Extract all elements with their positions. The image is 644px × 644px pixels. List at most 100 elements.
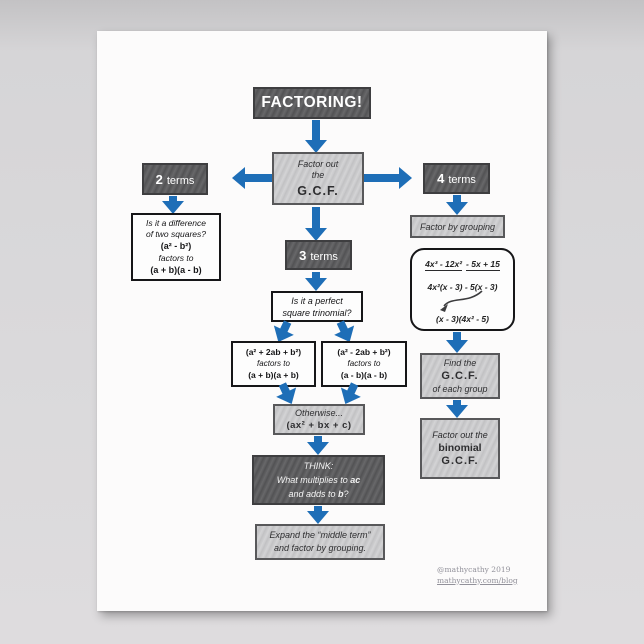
plus-result: (a + b)(a + b) xyxy=(248,370,299,380)
find-gcf-line1: Find the xyxy=(443,358,477,368)
credit-text: @mathycathy 2019 xyxy=(437,565,511,574)
minus-formula: (a² - 2ab + b²) xyxy=(337,347,391,357)
arrow-gcf-to-3terms-icon xyxy=(305,207,327,241)
binomial-line3: G.C.F. xyxy=(441,455,479,467)
arrow-shaft xyxy=(312,120,320,142)
think-box: THINK: What multiplies to ac and adds to… xyxy=(252,455,385,505)
gcf-line3: G.C.F. xyxy=(297,184,339,198)
arrow-head xyxy=(446,202,468,215)
diff-result: (a + b)(a - b) xyxy=(150,264,202,275)
expand-middle-term-box: Expand the “middle term” and factor by g… xyxy=(255,524,385,560)
arrow-head xyxy=(305,278,327,291)
think-line2-bold: ac xyxy=(350,475,361,485)
arrow-shaft xyxy=(453,400,461,407)
expand-line2: and factor by grouping. xyxy=(273,543,367,553)
credit-url: mathycathy.com/blog xyxy=(437,575,518,585)
arrow-head xyxy=(305,228,327,241)
think-line3-suffix: ? xyxy=(343,489,349,499)
work-group1: 4x³ - 12x² xyxy=(425,259,463,271)
gcf-line1: Factor out xyxy=(297,159,339,169)
two-terms-number: 2 xyxy=(155,171,163,187)
title-box: FACTORING! xyxy=(253,87,371,119)
arrow-shaft xyxy=(312,272,320,280)
factor-by-grouping-label: Factor by grouping xyxy=(419,221,496,232)
find-gcf-line2: G.C.F. xyxy=(441,370,479,382)
otherwise-box: Otherwise... (ax² + bx + c) xyxy=(273,404,365,435)
arrow-otherwise-down-icon xyxy=(307,436,329,455)
otherwise-label: Otherwise... xyxy=(294,407,343,418)
credit-block: @mathycathy 2019 mathycathy.com/blog xyxy=(437,565,532,586)
think-line2: What multiplies to ac xyxy=(277,473,361,487)
arrow-head xyxy=(305,140,327,153)
diff-question-line2: of two squares? xyxy=(145,228,206,239)
find-gcf-box: Find the G.C.F. of each group xyxy=(420,353,500,399)
arrow-shaft xyxy=(312,207,320,230)
four-terms-word: terms xyxy=(448,174,476,186)
grouping-example-box: 4x³ - 12x²- 5x + 15 4x²(x - 3) - 5(x - 3… xyxy=(410,248,515,331)
arrow-gcf-to-2terms-icon xyxy=(232,167,272,189)
arrow-shaft xyxy=(364,174,401,182)
diff-question-line1: Is it a difference xyxy=(145,217,206,228)
three-terms-word: terms xyxy=(310,250,338,263)
arrow-head xyxy=(446,405,468,418)
gcf-line2: the xyxy=(311,170,325,180)
poster-title: FACTORING! xyxy=(261,94,363,111)
difference-of-squares-box: Is it a difference of two squares? (a² -… xyxy=(131,213,221,281)
factor-out-gcf-box: Factor out the G.C.F. xyxy=(272,152,364,205)
work-step3: (x - 3)(4x² - 5) xyxy=(436,314,489,324)
work-group2: - 5x + 15 xyxy=(466,259,500,271)
arrow-head xyxy=(399,167,412,189)
perfect-square-trinomial-box: Is it a perfect square trinomial? xyxy=(271,291,363,322)
otherwise-formula: (ax² + bx + c) xyxy=(286,419,352,431)
arrow-shaft xyxy=(314,436,322,444)
factor-by-grouping-box: Factor by grouping xyxy=(410,215,505,238)
arrow-3terms-down-icon xyxy=(305,272,327,291)
arrow-findgcf-down-icon xyxy=(446,400,468,418)
plus-formula: (a² + 2ab + b²) xyxy=(245,347,302,357)
arrow-example-down-icon xyxy=(446,332,468,353)
four-terms-number: 4 xyxy=(437,171,445,186)
arrow-title-to-gcf-icon xyxy=(305,120,327,153)
think-heading: THINK: xyxy=(303,461,334,471)
work-step1: 4x³ - 12x²- 5x + 15 xyxy=(425,259,500,271)
arrow-head xyxy=(307,442,329,455)
arrow-head xyxy=(307,511,329,524)
think-line3-bold: b xyxy=(338,489,344,499)
diff-formula: (a² - b²) xyxy=(160,240,192,251)
arrow-shaft xyxy=(243,174,272,182)
arrow-think-down-icon xyxy=(307,506,329,524)
binomial-gcf-box: Factor out the binomial G.C.F. xyxy=(420,418,500,479)
arrow-shaft xyxy=(169,196,177,203)
perfect-question-line2: square trinomial? xyxy=(282,307,352,318)
diff-factors-to: factors to xyxy=(158,252,194,263)
perfect-question-line1: Is it a perfect xyxy=(291,295,343,306)
arrow-head xyxy=(232,167,245,189)
hand-drawn-arrow-icon xyxy=(440,290,483,312)
find-gcf-line3: of each group xyxy=(432,384,488,394)
plus-factors-to: factors to xyxy=(257,359,290,368)
three-terms-number: 3 xyxy=(299,247,307,263)
work-step2: 4x²(x - 3) - 5(x - 3) xyxy=(427,282,498,292)
binomial-line1: Factor out the xyxy=(432,430,488,440)
arrow-shaft xyxy=(314,506,322,513)
arrow-head xyxy=(446,340,468,353)
minus-result: (a - b)(a - b) xyxy=(340,370,388,380)
binomial-line2: binomial xyxy=(438,442,482,454)
arrow-shaft xyxy=(453,332,461,342)
arrow-shaft xyxy=(453,195,461,204)
think-line3: and adds to b? xyxy=(288,487,348,501)
plus-trinomial-box: (a² + 2ab + b²) factors to (a + b)(a + b… xyxy=(231,341,316,387)
minus-factors-to: factors to xyxy=(347,359,381,368)
think-line3-text: and adds to xyxy=(288,489,339,499)
think-line2-text: What multiplies to xyxy=(276,475,351,485)
expand-line1: Expand the “middle term” xyxy=(269,530,371,540)
arrow-4terms-down-icon xyxy=(446,195,468,215)
arrow-gcf-to-4terms-icon xyxy=(364,167,412,189)
arrow-head xyxy=(162,201,184,214)
minus-trinomial-box: (a² - 2ab + b²) factors to (a - b)(a - b… xyxy=(321,341,407,387)
